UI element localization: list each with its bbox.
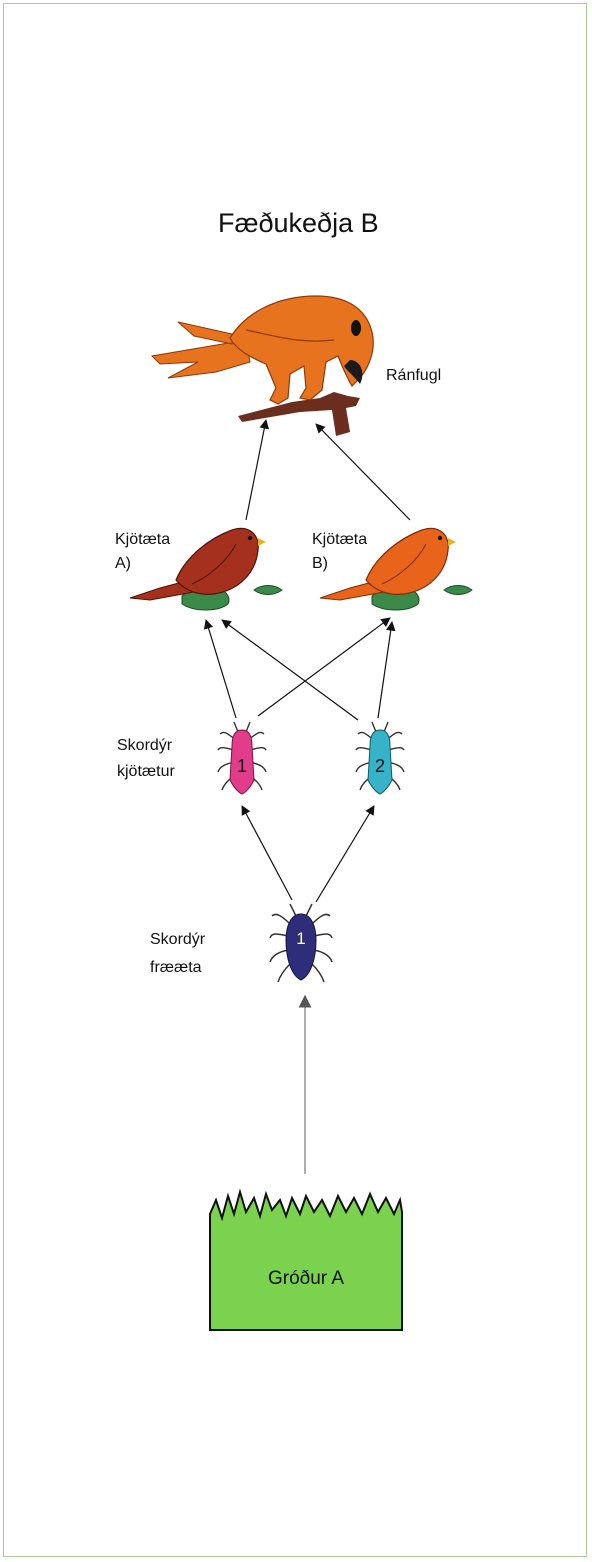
arrow-insect1-to-bird-a — [206, 620, 236, 718]
arrow-seedeater-to-insect2 — [316, 806, 374, 902]
arrow-insect1-to-bird-b — [258, 618, 390, 716]
arrow-seedeater-to-insect1 — [242, 806, 292, 900]
insect-2-icon: 2 — [356, 722, 404, 794]
raptor-icon — [152, 296, 373, 436]
carnivore-a-label-line2: A) — [115, 555, 131, 572]
carnivore-b-label-line1: Kjötæta — [312, 531, 367, 548]
insect-seedeater-number: 1 — [296, 929, 305, 948]
insect-seedeater-label-line2: frææta — [150, 959, 202, 976]
carnivore-a-label-line1: Kjötæta — [115, 531, 170, 548]
insect-carnivores-label-line1: Skordýr — [117, 737, 173, 754]
plant-label: Gróður A — [268, 1268, 344, 1289]
diagram-title: Fæðukeðja B — [218, 208, 379, 238]
raptor-label: Ránfugl — [386, 367, 441, 384]
arrow-bird-a-to-raptor — [246, 420, 266, 520]
arrow-insect2-to-bird-a — [222, 620, 358, 720]
insect-seedeater-icon: 1 — [270, 904, 332, 982]
insect-1-icon: 1 — [218, 722, 266, 794]
insect-carnivores-label-line2: kjötætur — [117, 763, 175, 780]
insect-seedeater-label-line1: Skordýr — [150, 931, 206, 948]
carnivore-b-label-line2: B) — [312, 555, 328, 572]
arrow-bird-b-to-raptor — [316, 424, 410, 520]
arrow-insect2-to-bird-b — [378, 622, 392, 718]
grass-icon — [210, 1192, 402, 1330]
insect-1-number: 1 — [237, 756, 247, 776]
insect-2-number: 2 — [375, 756, 385, 776]
